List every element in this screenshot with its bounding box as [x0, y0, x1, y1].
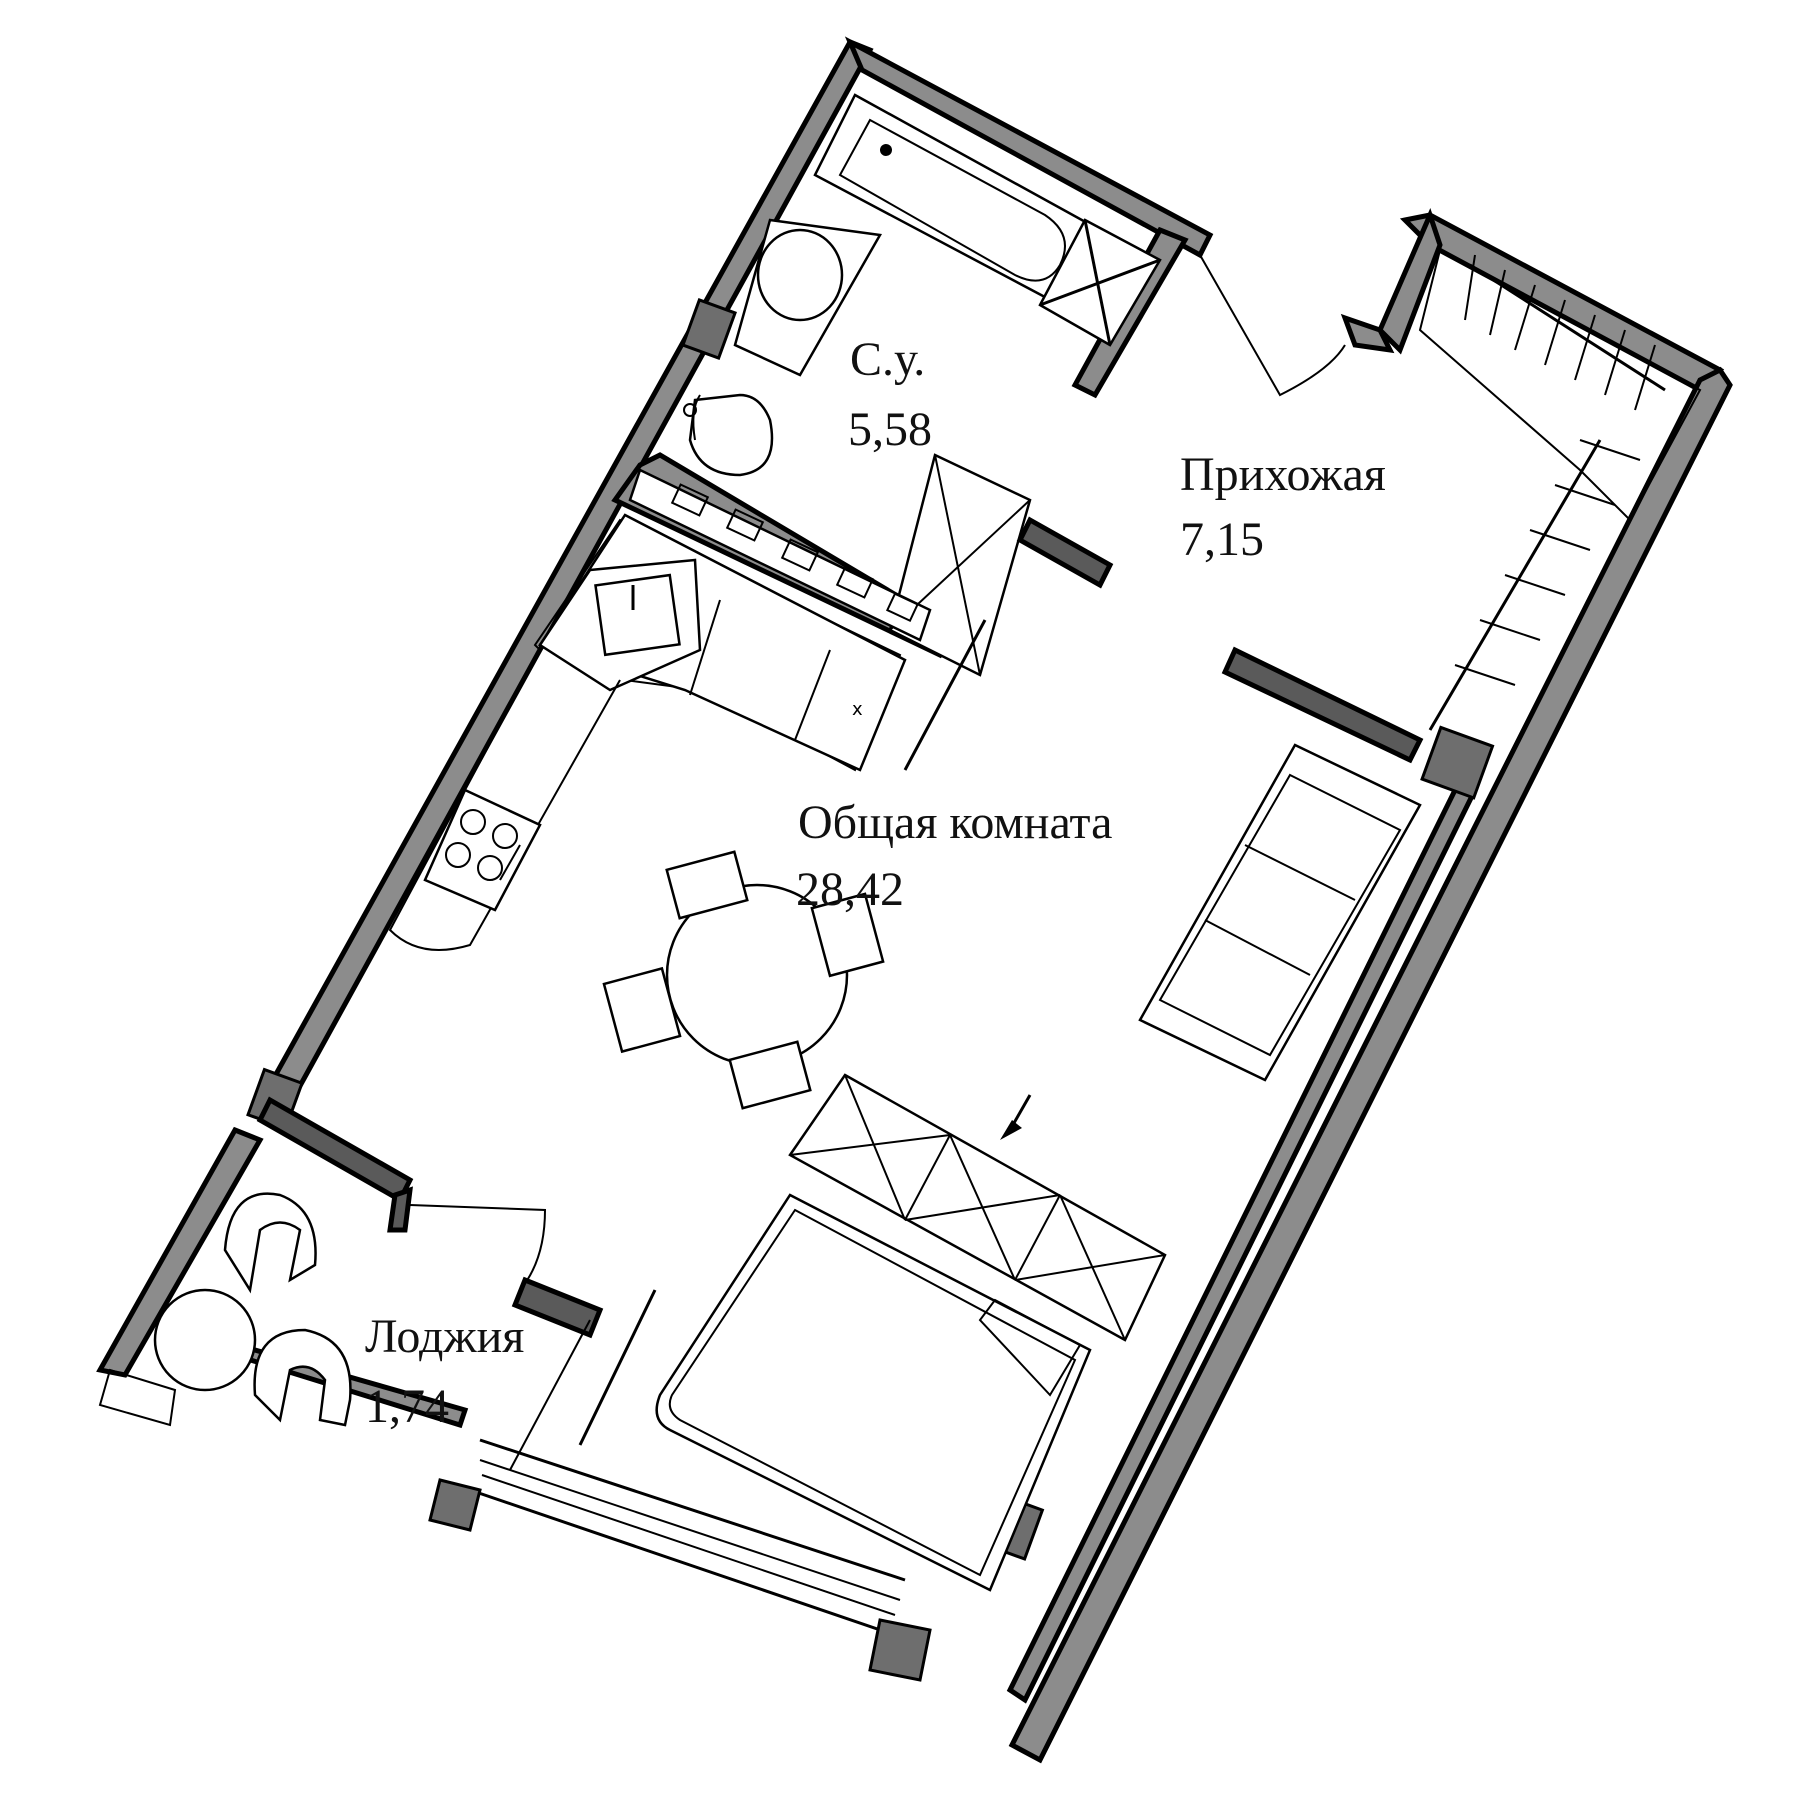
bathroom-area: 5,58: [848, 403, 932, 456]
loggia-name: Лоджия: [365, 1310, 524, 1363]
wall-right: [1008, 366, 1733, 1764]
hangers: [1454, 254, 1656, 686]
chair-bottom: [728, 1040, 812, 1110]
bed: [655, 1193, 1092, 1592]
loggia-area: 1,74: [365, 1380, 449, 1433]
doors: [409, 254, 1346, 1471]
hallway-area: 7,15: [1180, 513, 1264, 566]
wall-stub-shaft: [1016, 516, 1114, 589]
drain-icon: [880, 144, 892, 156]
living-name: Общая комната: [798, 796, 1112, 849]
loggia-door[interactable]: [409, 1204, 547, 1291]
entrance-door[interactable]: [1199, 254, 1346, 397]
loggia-furniture: [98, 1192, 352, 1427]
round-table: [153, 1288, 257, 1392]
sofa: [1138, 743, 1422, 1082]
wall-loggia-right: [511, 1276, 604, 1339]
dining-set: [602, 850, 885, 1110]
bottom-window: [428, 1438, 932, 1682]
sliding-door-kitchen[interactable]: [903, 619, 987, 771]
wall-wardrobe-left: [1377, 208, 1443, 355]
chair-left: [602, 966, 682, 1054]
arrow-icon: [1000, 1094, 1032, 1140]
cooktop: [423, 788, 542, 912]
wall-hallway-top-stub: [1340, 313, 1395, 354]
wall-loggia-top: [256, 1096, 414, 1204]
pillar-right-upper: [1420, 725, 1495, 800]
hallway-name: Прихожая: [1180, 448, 1386, 501]
wall-loggia-door-jamb: [387, 1186, 413, 1233]
toilet: [688, 393, 774, 477]
living-area: 28,42: [796, 863, 904, 916]
armchair-top: [223, 1192, 317, 1294]
svg-text:x: x: [852, 699, 863, 720]
wall-wardrobe-top: [1399, 212, 1725, 394]
kitchen: x: [388, 468, 932, 951]
bathroom-name: С.у.: [850, 333, 925, 386]
chair-top: [665, 850, 749, 920]
bathroom-fixtures: [683, 93, 1162, 477]
chair-right: [810, 892, 885, 978]
dresser: [788, 1073, 1167, 1342]
bath-sink: [756, 228, 844, 322]
outer-walls: [96, 36, 1733, 1764]
wardrobe: [1418, 248, 1702, 731]
armchair-bottom: [253, 1328, 352, 1427]
room-labels: С.у. 5,58 Прихожая 7,15 Общая комната 28…: [365, 333, 1386, 1433]
utility-strip: [628, 468, 932, 642]
loggia-sliding-panel[interactable]: [578, 1289, 657, 1446]
wall-hallway-living: [1221, 646, 1424, 764]
pillar-bathroom: [681, 298, 737, 360]
kitchen-sink: [594, 573, 681, 657]
